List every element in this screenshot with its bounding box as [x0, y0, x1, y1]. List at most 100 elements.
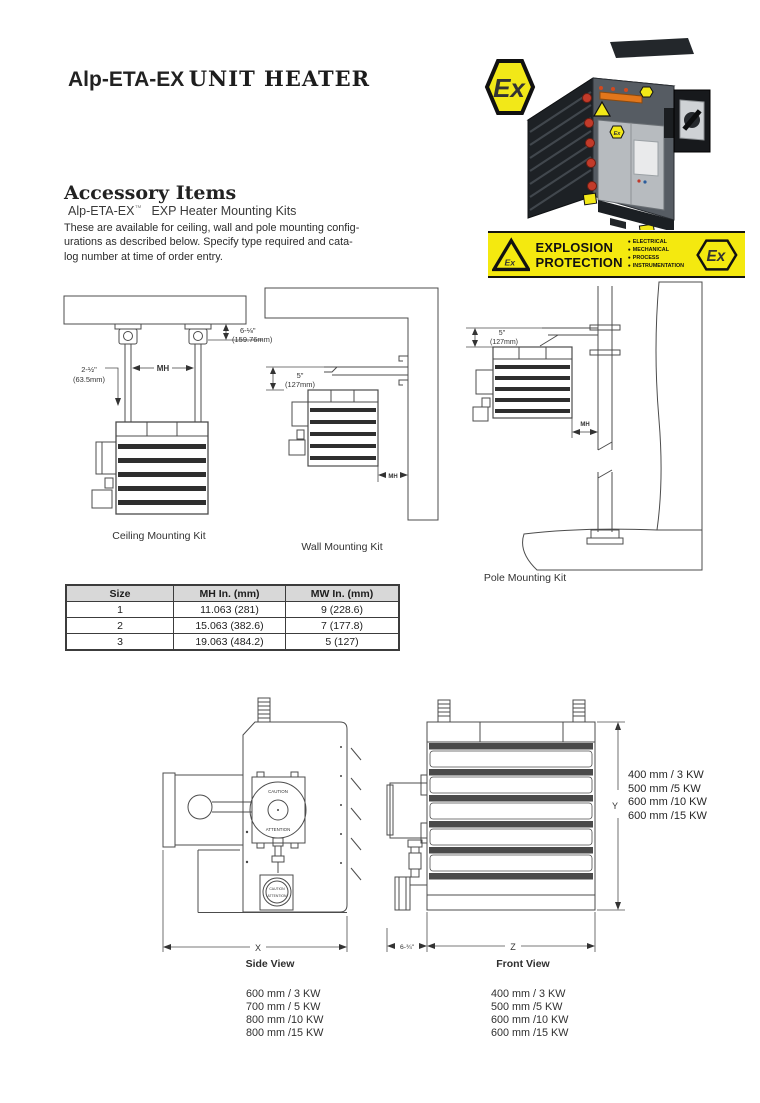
- ex-hexagon-logo: [484, 59, 536, 115]
- floor-section: [522, 528, 703, 571]
- louver-slats: [529, 91, 592, 211]
- cell-mw: 5 (127): [285, 633, 400, 651]
- handle: [599, 91, 643, 104]
- table-row: 2 15.063 (382.6) 7 (177.8): [65, 617, 400, 634]
- spec-line: 600 mm /10 KW: [491, 1014, 569, 1026]
- spec-line: 600 mm /15 KW: [491, 1027, 569, 1039]
- banner-bullet: PROCESS: [628, 255, 684, 262]
- ceiling-slab: [63, 295, 247, 325]
- junction-device: [259, 874, 294, 911]
- spec-line: 800 mm /15 KW: [246, 1027, 324, 1039]
- ex-sticker-top: [639, 86, 654, 98]
- height-spec-line: 600 mm /15 KW: [628, 809, 707, 822]
- dim-offset-label: 6-¾": [400, 944, 415, 951]
- spec-line: 400 mm / 3 KW: [491, 988, 566, 1000]
- motor-assembly: [162, 772, 252, 848]
- trademark-mark: ™: [134, 204, 142, 212]
- front-view-drawing: Y Z 6-¾": [386, 699, 625, 952]
- size-table: Size MH In. (mm) MW In. (mm) 1 11.063 (2…: [65, 584, 400, 651]
- ceiling-offset-mm: (63.5mm): [73, 375, 106, 384]
- spec-line: 800 mm /10 KW: [246, 1014, 324, 1026]
- col-mw: MW In. (mm): [285, 584, 400, 602]
- pole-bracket: [539, 327, 598, 347]
- height-spec-line: 500 mm /5 KW: [628, 782, 701, 795]
- heater-louvers: [118, 444, 206, 505]
- red-knobs: [582, 93, 597, 191]
- banner-bullet: INSTRUMENTATION: [628, 263, 684, 270]
- height-spec-line: 600 mm /10 KW: [628, 796, 707, 809]
- ceiling-and-wall: [264, 287, 439, 521]
- heater-louvers: [495, 365, 570, 413]
- cabinet-outline: [426, 721, 596, 911]
- cell-mw: 7 (177.8): [285, 617, 400, 634]
- heater-unit: [91, 421, 209, 515]
- heater-louvers: [310, 408, 376, 460]
- hanger-brackets: [114, 323, 212, 422]
- dim-z-label: Z: [510, 942, 516, 952]
- motor-assembly: [386, 774, 428, 878]
- fan-plate-bracket: [251, 771, 306, 849]
- accessory-sub-rest: EXP Heater Mounting Kits: [151, 204, 297, 218]
- top-edge-knobs: [599, 86, 628, 92]
- front-view-spec-list: 400 mm / 3 KW 500 mm /5 KW 600 mm /10 KW…: [491, 988, 568, 1040]
- wall-mount-diagram: 5" (127mm) MH: [264, 287, 439, 521]
- panel-dots: [245, 746, 342, 864]
- base-rail: [598, 200, 674, 230]
- height-spec-line: 400 mm / 3 KW: [628, 769, 704, 781]
- spec-line: 600 mm / 3 KW: [246, 988, 321, 1000]
- label-dot-blue: [643, 180, 647, 184]
- side-view-drawing: CAUTION ATTENTION CAUTION ATTENTION X: [162, 697, 362, 953]
- warning-triangle-sticker: [592, 100, 612, 117]
- ceiling-offset-in: 2-½": [81, 365, 97, 374]
- cell-size: 3: [65, 633, 174, 651]
- ceiling-mh-label: MH: [157, 364, 170, 373]
- pole-drop-in: 5": [499, 330, 506, 337]
- banner-bullet-list: ELECTRICAL MECHANICAL PROCESS INSTRUMENT…: [628, 239, 684, 270]
- banner-bullet: MECHANICAL: [628, 247, 684, 254]
- cell-mw: 9 (228.6): [285, 601, 400, 618]
- pole-drop-mm: (127mm): [490, 339, 518, 346]
- table-row: 1 11.063 (281) 9 (228.6): [65, 601, 400, 618]
- wall-drop-mm: (127mm): [285, 380, 316, 389]
- foot-left: [610, 218, 626, 229]
- ceiling-drop-in: 6-⅛": [240, 326, 256, 335]
- spec-line: 500 mm /5 KW: [491, 1001, 563, 1013]
- height-spec-list: 400 mm / 3 KW 500 mm /5 KW 600 mm /10 KW…: [628, 769, 707, 823]
- caution-plate-center: [277, 809, 279, 811]
- banner-words: EXPLOSION PROTECTION: [535, 240, 622, 270]
- pole-mh-label: MH: [580, 422, 589, 428]
- conduit-stem: [271, 837, 285, 873]
- cell-size: 1: [65, 601, 174, 618]
- wall-drop-in: 5": [297, 371, 304, 380]
- plate-caution-text: CAUTION: [268, 789, 288, 794]
- switch-handle: [682, 109, 702, 131]
- side-view-caption: Side View: [245, 958, 295, 970]
- ceiling-kit-caption: Ceiling Mounting Kit: [112, 530, 206, 542]
- cell-mh: 11.063 (281): [173, 601, 286, 618]
- cell-mh: 19.063 (484.2): [173, 633, 286, 651]
- ex-sticker-text: Ex: [614, 131, 622, 137]
- caution-plate-hub: [267, 799, 289, 821]
- page-title: Alp-ETA-EX UNIT HEATER: [68, 66, 370, 92]
- table-header-row: Size MH In. (mm) MW In. (mm): [65, 584, 400, 602]
- warning-sticker-bottom: [582, 192, 598, 206]
- banner-word-2: PROTECTION: [535, 254, 623, 270]
- ex-triangle-icon: Ex: [492, 236, 531, 271]
- ceiling-mount-diagram: MH 6-⅛" (159.76mm) 2-½" (63.5mm): [63, 295, 273, 515]
- col-size: Size: [65, 584, 174, 602]
- product-photo: Ex Ex: [484, 38, 711, 230]
- switch-arm: [664, 108, 676, 138]
- accessory-heading: Accessory Items: [64, 182, 237, 204]
- dim-y-label: Y: [612, 801, 618, 811]
- banner-bullet: ELECTRICAL: [628, 239, 684, 246]
- wall-bracket: [324, 355, 408, 386]
- heater-unit: [472, 346, 573, 422]
- pole: [586, 286, 624, 545]
- ex-logo-text: Ex: [493, 73, 526, 103]
- element-bands: [429, 743, 593, 880]
- ex-hexagon-icon: Ex: [696, 238, 738, 271]
- junction-attention-text: ATTENTION: [268, 894, 288, 898]
- explosion-protection-banner: Ex EXPLOSION PROTECTION ELECTRICAL MECHA…: [488, 231, 745, 278]
- pole-mount-diagram: 5" (127mm) MH: [466, 281, 703, 571]
